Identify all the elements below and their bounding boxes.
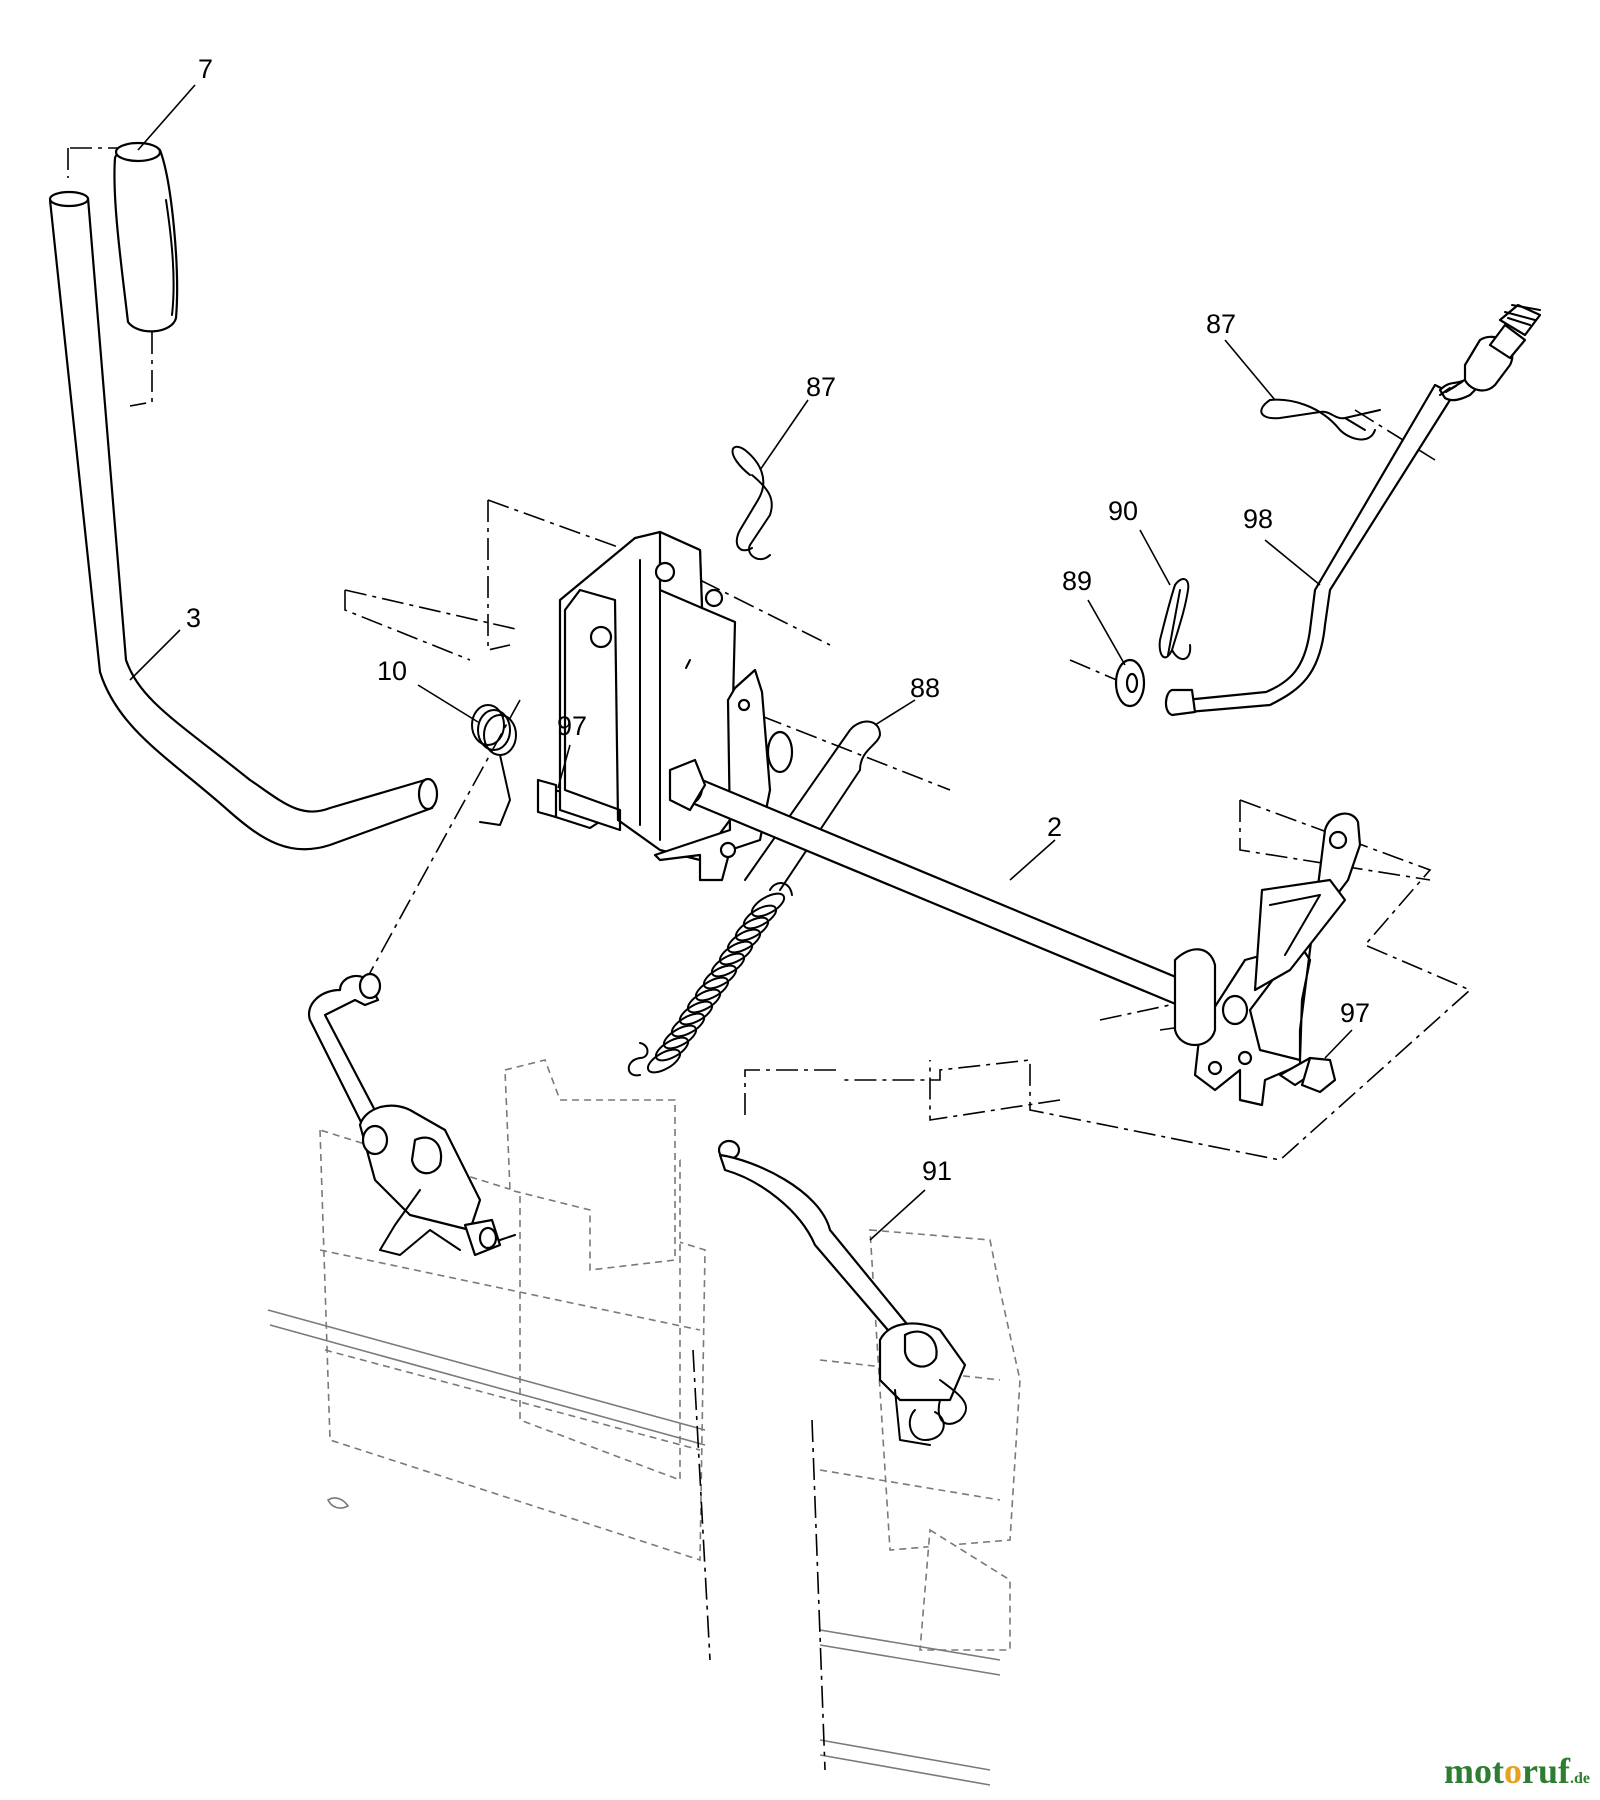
- watermark-brand-a: mot: [1444, 1751, 1504, 1791]
- callout-97-right: 97: [1340, 998, 1370, 1028]
- callout-88: 88: [910, 673, 940, 703]
- torsion-spring: [471, 704, 517, 826]
- lift-link-left: [307, 972, 516, 1257]
- callout-98: 98: [1243, 504, 1273, 534]
- leader-lines: [129, 84, 1353, 1241]
- callout-3: 3: [186, 603, 201, 633]
- handle-grip: [113, 141, 179, 333]
- pivot-plate: [653, 668, 794, 882]
- hairpin-clip-center: [731, 445, 773, 561]
- lift-arm-right: [1173, 812, 1362, 1107]
- bolt-right: [1278, 1056, 1337, 1094]
- callout-labels: 7 3 10 97 87 88 2 87 90 89 98 97 91: [186, 54, 1370, 1186]
- cotter-pin: [1158, 578, 1192, 660]
- callout-10: 10: [377, 656, 407, 686]
- callout-97-left: 97: [557, 711, 587, 741]
- lift-lever: [48, 190, 439, 851]
- extension-spring: [627, 882, 793, 1077]
- callout-2: 2: [1047, 812, 1062, 842]
- washer: [1114, 658, 1146, 708]
- callout-7: 7: [198, 54, 213, 84]
- callout-91: 91: [922, 1156, 952, 1186]
- callout-90: 90: [1108, 496, 1138, 526]
- watermark-brand-o: o: [1504, 1751, 1522, 1791]
- callout-89: 89: [1062, 566, 1092, 596]
- watermark-brand-b: ruf: [1522, 1751, 1570, 1791]
- motoruf-watermark: motoruf.de: [1444, 1750, 1590, 1792]
- watermark-tld: .de: [1570, 1770, 1590, 1787]
- lift-link-right: [717, 1139, 967, 1446]
- callout-87-center: 87: [806, 372, 836, 402]
- callout-87-right: 87: [1206, 309, 1236, 339]
- wire-rod: [744, 720, 881, 891]
- adjustment-rod: [1164, 303, 1542, 717]
- hairpin-clip-right: [1260, 398, 1381, 441]
